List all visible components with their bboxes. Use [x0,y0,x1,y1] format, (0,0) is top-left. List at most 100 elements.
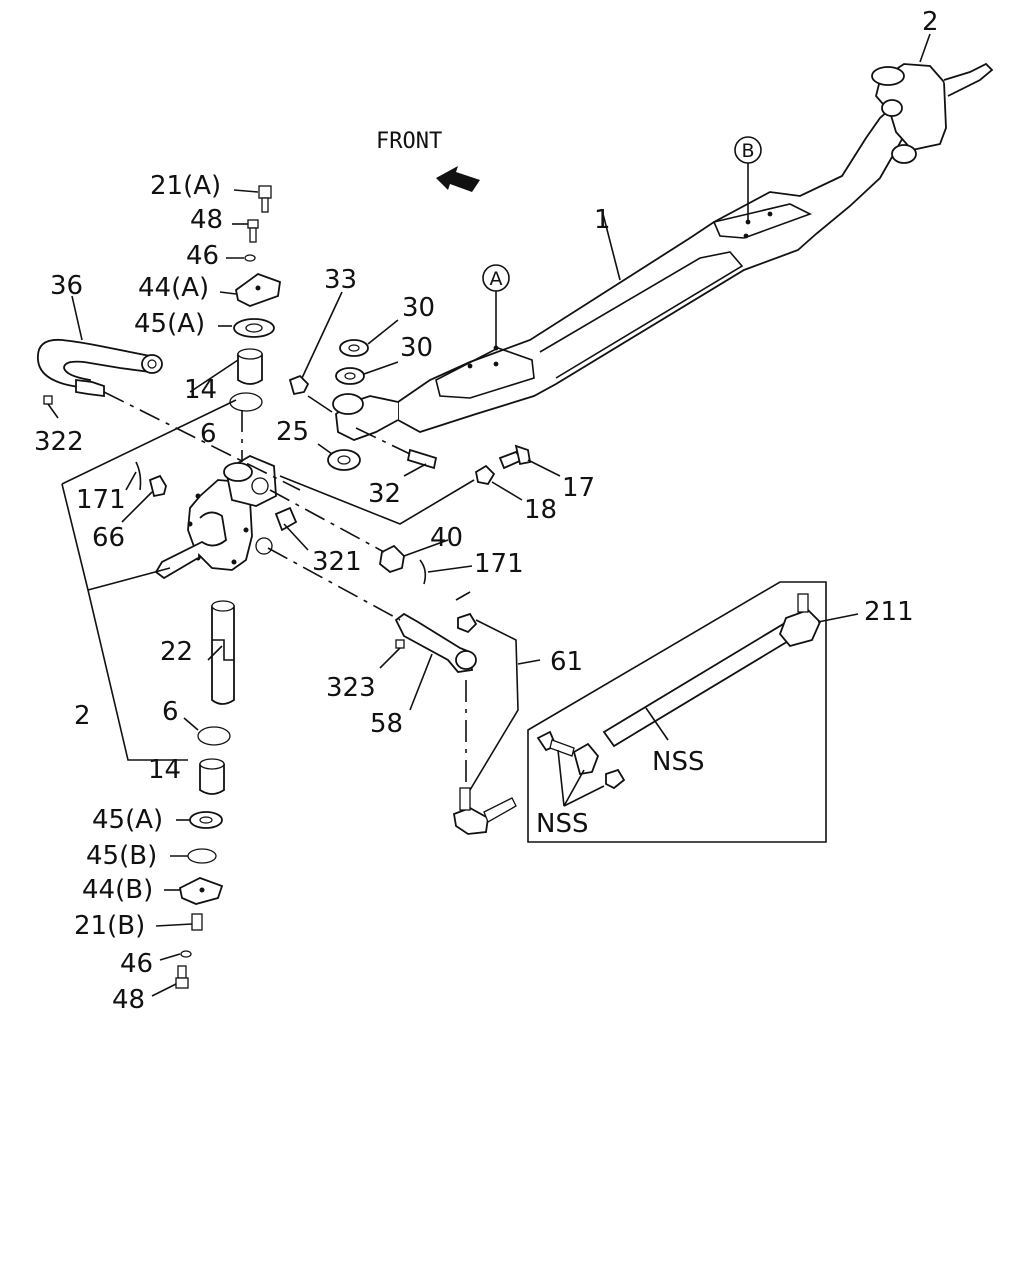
nipple-322 [43,395,53,405]
upper-kingpin-parts [229,185,281,412]
left-knuckle [135,454,298,580]
flange-hole [187,521,193,527]
leader-14-top [189,359,239,393]
ref-a-letter: A [490,268,503,290]
callout-45a-top: 45(A) [134,309,205,339]
flange-hole [243,527,249,533]
front-label: FRONT [376,129,442,154]
callout-33: 33 [324,265,357,295]
centerline-arm [267,547,401,621]
tie-rod-end-61 [452,807,489,835]
nut-61 [457,612,478,634]
leader-33 [301,291,343,379]
shim-45a-bottom-hole [199,816,213,824]
nut-18 [474,464,496,486]
spring-pad-b [712,203,813,239]
leader-6-bottom [183,717,199,731]
leader-58 [409,653,433,711]
leader-30a [367,319,399,345]
leader-40 [403,539,449,557]
bushing-14-top-rim [237,348,263,360]
pin-171-left [135,461,142,491]
king-pin-22-top [211,600,235,612]
flange-hole [231,559,237,565]
shim-45a-top-hole [245,323,263,333]
callout-61: 61 [550,647,583,677]
pin-61 [455,591,471,601]
callout-48-top: 48 [190,205,223,235]
right-spindle [943,62,994,97]
axle-beam-web [539,251,744,379]
cap-44b-hole [199,887,205,893]
knuckle-lower-eye [255,537,273,555]
nss-box-outline [527,581,827,843]
bushing-14-bottom-rim [199,758,225,770]
tie-rod-assembly: NSS NSS [527,581,827,843]
knuckle-spindle [154,511,227,580]
bolt-17-head [514,444,532,466]
leader-18 [491,481,523,501]
ref-a: A [482,264,510,350]
callout-6-bottom: 6 [162,697,179,727]
leader-171-right [427,565,473,573]
pin-32 [406,448,438,470]
callout-30-upper: 30 [402,293,435,323]
pad-b-hole [743,233,749,239]
tube-36 [37,338,163,405]
bolt-nss-shank [549,739,575,757]
leader-61 [517,659,541,665]
leader-323 [379,647,401,669]
washer-46-top [244,254,256,262]
leader-lines [47,33,931,997]
bolt-48-top-shank [249,227,257,243]
nut-66 [148,474,167,498]
bushing-25-hole [337,455,351,465]
callout-36: 36 [50,271,83,301]
tie-rod-arm [394,591,517,835]
tie-rod-end-211-stud [797,593,809,613]
callout-14-bottom: 14 [148,755,181,785]
right-knuckle-top [871,66,905,86]
ref-b-letter: B [741,140,754,162]
leader-48-bottom [151,983,177,997]
tube-36-body [37,338,151,389]
callout-22: 22 [160,637,193,667]
cap-44a-hole [255,285,261,291]
callout-46-bottom: 46 [120,949,153,979]
callout-2-top: 2 [922,7,939,37]
leader-321 [283,523,309,551]
grease-nipple-bottom [191,913,203,931]
right-knuckle-arm [891,144,917,164]
grease-nipple-top-stem [261,197,269,213]
tube-36-eye-hole [147,359,157,369]
leader-21b [155,923,193,927]
nipple-323 [395,639,405,649]
bolt-48-bottom-shank [177,965,187,979]
bolt-48-bottom-head [175,977,189,989]
callout-322: 322 [34,427,84,457]
washer-46-bottom [180,950,192,958]
callout-323: 323 [326,673,376,703]
leader-2-left-frame [61,483,188,761]
front-indicator: FRONT [376,129,480,192]
pin-171-right [419,559,427,585]
leader-2-left-top [61,399,237,485]
callout-40: 40 [430,523,463,553]
washer-30-upper-hole [348,344,360,352]
tie-rod-end-61-stud [459,787,471,811]
callout-18: 18 [524,495,557,525]
center-lines [103,391,467,788]
nss-bolt-label: NSS [536,809,588,839]
callout-58: 58 [370,709,403,739]
leader-2-left-spindle [87,567,171,591]
pad-b-hole [745,219,751,225]
grease-nipple-top [258,185,272,199]
callout-66: 66 [92,523,125,553]
leader-32 [403,463,427,477]
tie-rod-tube [602,618,802,748]
pad-b-hole [767,211,773,217]
leader-22 [207,645,223,661]
tube-36-fitting [75,378,105,398]
callout-1: 1 [594,205,611,235]
